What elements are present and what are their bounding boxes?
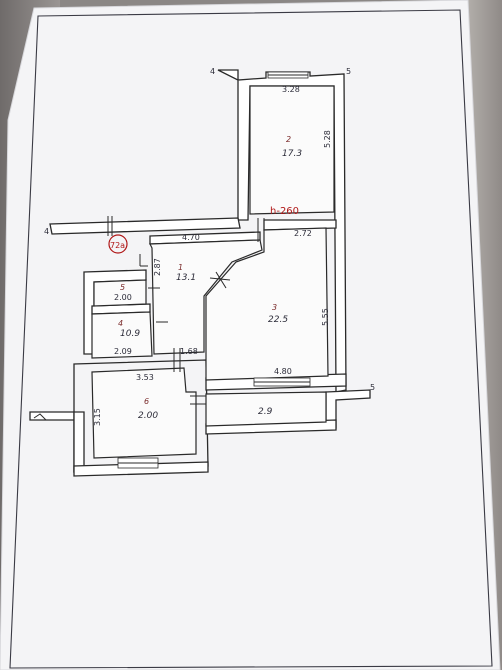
room-1 (149, 239, 263, 355)
room-labels: 2 17.3 1 13.1 3 22.5 5 4 10.9 6 2.00 2.9 (118, 135, 302, 421)
dimension-labels: 3.28 5.28 4.70 2.72 2.87 5.55 2.00 2.09 … (93, 85, 332, 426)
room-2-number: 2 (286, 135, 291, 144)
dim-200: 2.00 (114, 293, 132, 302)
handwritten-circle-label: 72a (110, 241, 125, 250)
break-mark-right: 5 (370, 383, 375, 392)
handwritten-marks: h-260 72a (108, 206, 299, 254)
room-6-number: 5 (120, 283, 125, 292)
dim-555: 5.55 (321, 308, 330, 326)
room-4-area: 2.00 (138, 411, 158, 421)
handwritten-circle (108, 234, 128, 254)
room-4-number: 6 (144, 397, 149, 406)
room-3 (205, 227, 329, 381)
paper-frame (9, 9, 493, 669)
room-5 (91, 311, 153, 359)
dim-272: 2.72 (294, 229, 312, 238)
rooms (91, 85, 335, 459)
handwritten-height: h-260 (270, 206, 299, 217)
dim-287: 2.87 (153, 258, 162, 276)
room-4 (91, 367, 197, 459)
room-1-number: 1 (178, 263, 183, 272)
break-mark-top-left: 4 (210, 67, 215, 76)
dim-528: 5.28 (323, 130, 332, 148)
room-1-area: 13.1 (176, 273, 196, 283)
dim-328: 3.28 (282, 85, 300, 94)
room-3-number: 3 (272, 303, 277, 312)
room-balcony (205, 391, 327, 427)
dim-168: 1.68 (180, 347, 198, 356)
balcony-area: 2.9 (258, 407, 273, 417)
door-marks (107, 216, 265, 405)
room-5-area: 10.9 (120, 329, 140, 339)
room-3-area: 22.5 (268, 315, 288, 325)
break-mark-left: 4 (44, 227, 49, 236)
dim-209: 2.09 (114, 347, 132, 356)
break-marks: 4 5 4 5 (33, 67, 375, 421)
windows (117, 71, 311, 469)
break-mark-bottom-left (33, 413, 47, 421)
dim-353: 3.53 (136, 373, 154, 382)
dim-315: 3.15 (93, 408, 102, 426)
dim-470: 4.70 (182, 233, 200, 242)
room-5-number: 4 (118, 319, 123, 328)
break-mark-top-right: 5 (346, 67, 351, 76)
room-2-area: 17.3 (282, 149, 302, 159)
room-6 (93, 279, 147, 307)
room-2 (249, 85, 335, 215)
dim-480: 4.80 (274, 367, 292, 376)
